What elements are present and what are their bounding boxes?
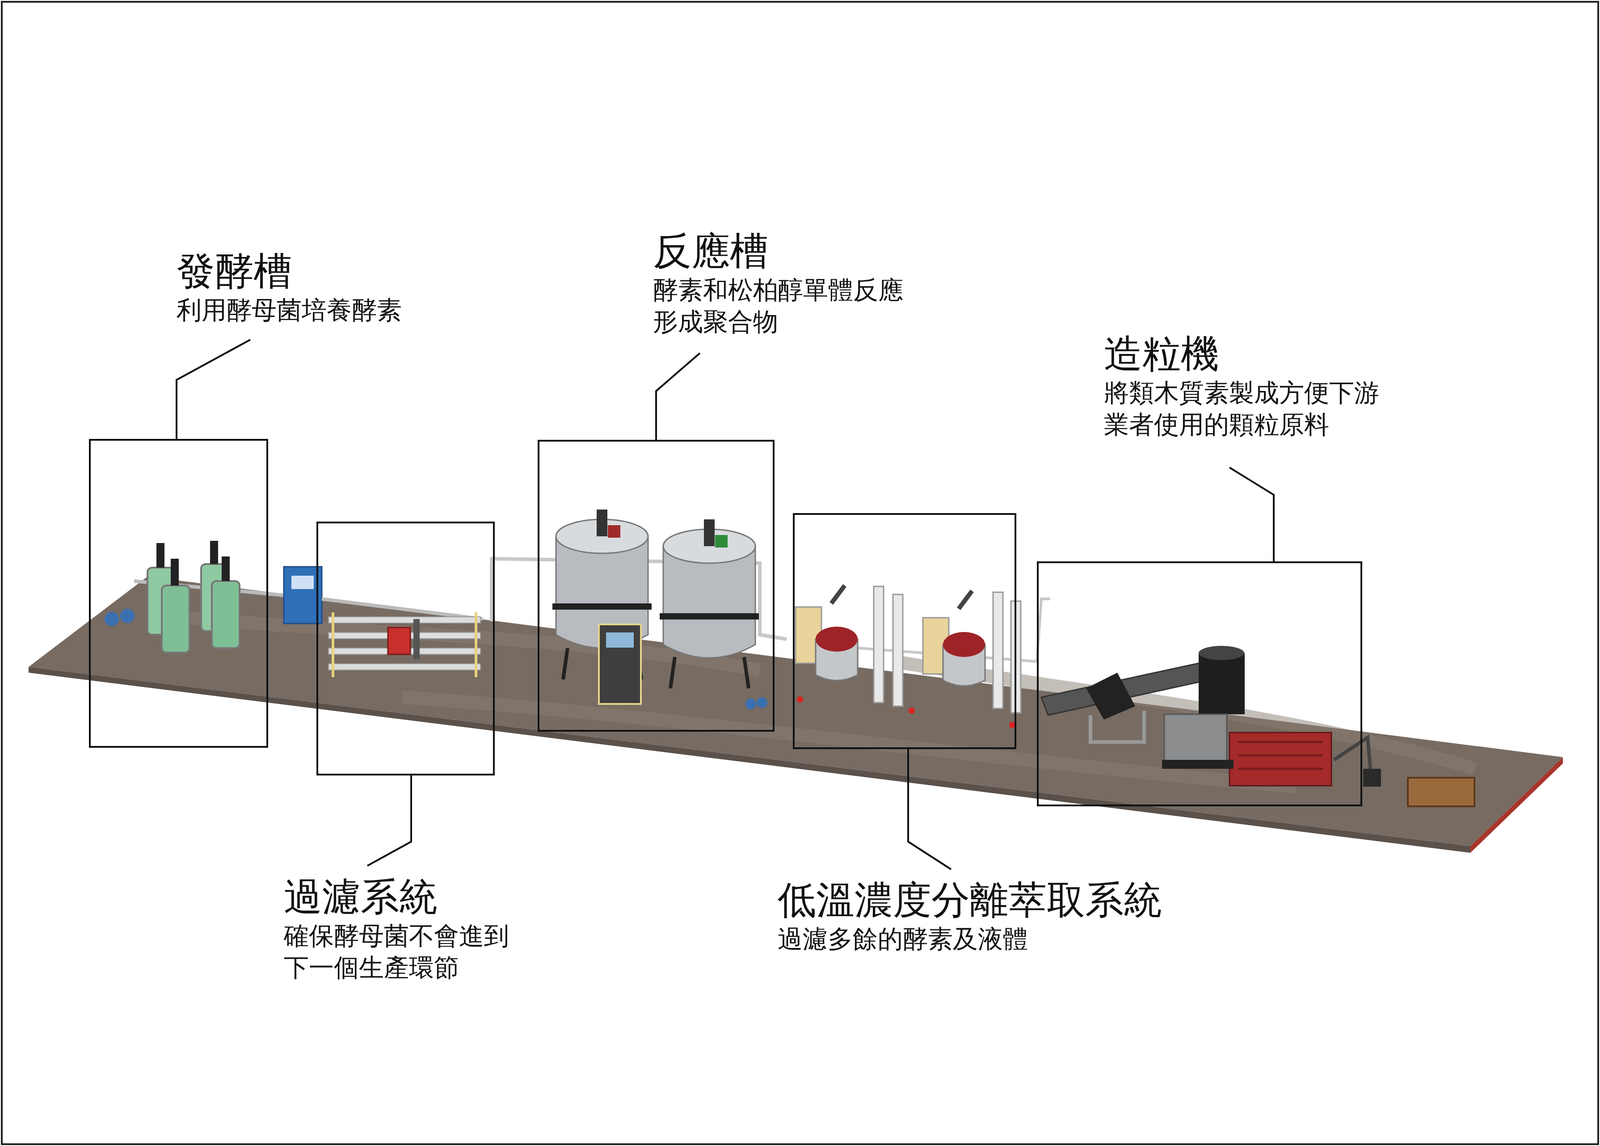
callout-description: 酵素和松柏醇單體反應 形成聚合物 — [652, 273, 966, 338]
callout-text: 發酵槽利用酵母菌培養酵素 — [176, 248, 490, 326]
callout-heading: 發酵槽 — [176, 248, 292, 295]
callout-text: 過濾系統確保酵母菌不會進到 下一個生產環節 — [283, 873, 570, 984]
callout-heading: 造粒機 — [1103, 330, 1220, 377]
filter-racks — [321, 598, 483, 678]
callout-box: 反應槽酵素和松柏醇單體反應 形成聚合物 — [537, 439, 775, 732]
callout-heading: 低溫濃度分離萃取系統 — [777, 876, 1163, 923]
pelletizer — [1041, 645, 1475, 807]
callout-description: 過濾多餘的酵素及液體 — [777, 922, 1270, 955]
callout-box: 發酵槽利用酵母菌培養酵素 — [88, 438, 269, 748]
reaction-tanks — [491, 509, 787, 710]
callout-heading: 反應槽 — [652, 227, 769, 274]
callout-heading: 過濾系統 — [283, 873, 438, 920]
callout-box: 低溫濃度分離萃取系統過濾多餘的酵素及液體 — [792, 513, 1017, 750]
fermenter-tanks — [104, 540, 322, 653]
callout-text: 造粒機將類木質素製成方便下游 業者使用的顆粒原料 — [1103, 330, 1426, 441]
callout-box: 造粒機將類木質素製成方便下游 業者使用的顆粒原料 — [1036, 561, 1363, 807]
extraction-units — [795, 585, 1051, 729]
callout-text: 低溫濃度分離萃取系統過濾多餘的酵素及液體 — [777, 876, 1270, 955]
callout-description: 確保酵母菌不會進到 下一個生產環節 — [283, 919, 570, 984]
callout-box: 過濾系統確保酵母菌不會進到 下一個生產環節 — [316, 521, 495, 776]
floor-slab — [28, 576, 1563, 853]
callout-description: 將類木質素製成方便下游 業者使用的顆粒原料 — [1103, 376, 1426, 441]
callout-text: 反應槽酵素和松柏醇單體反應 形成聚合物 — [652, 227, 966, 338]
callout-description: 利用酵母菌培養酵素 — [176, 294, 490, 326]
